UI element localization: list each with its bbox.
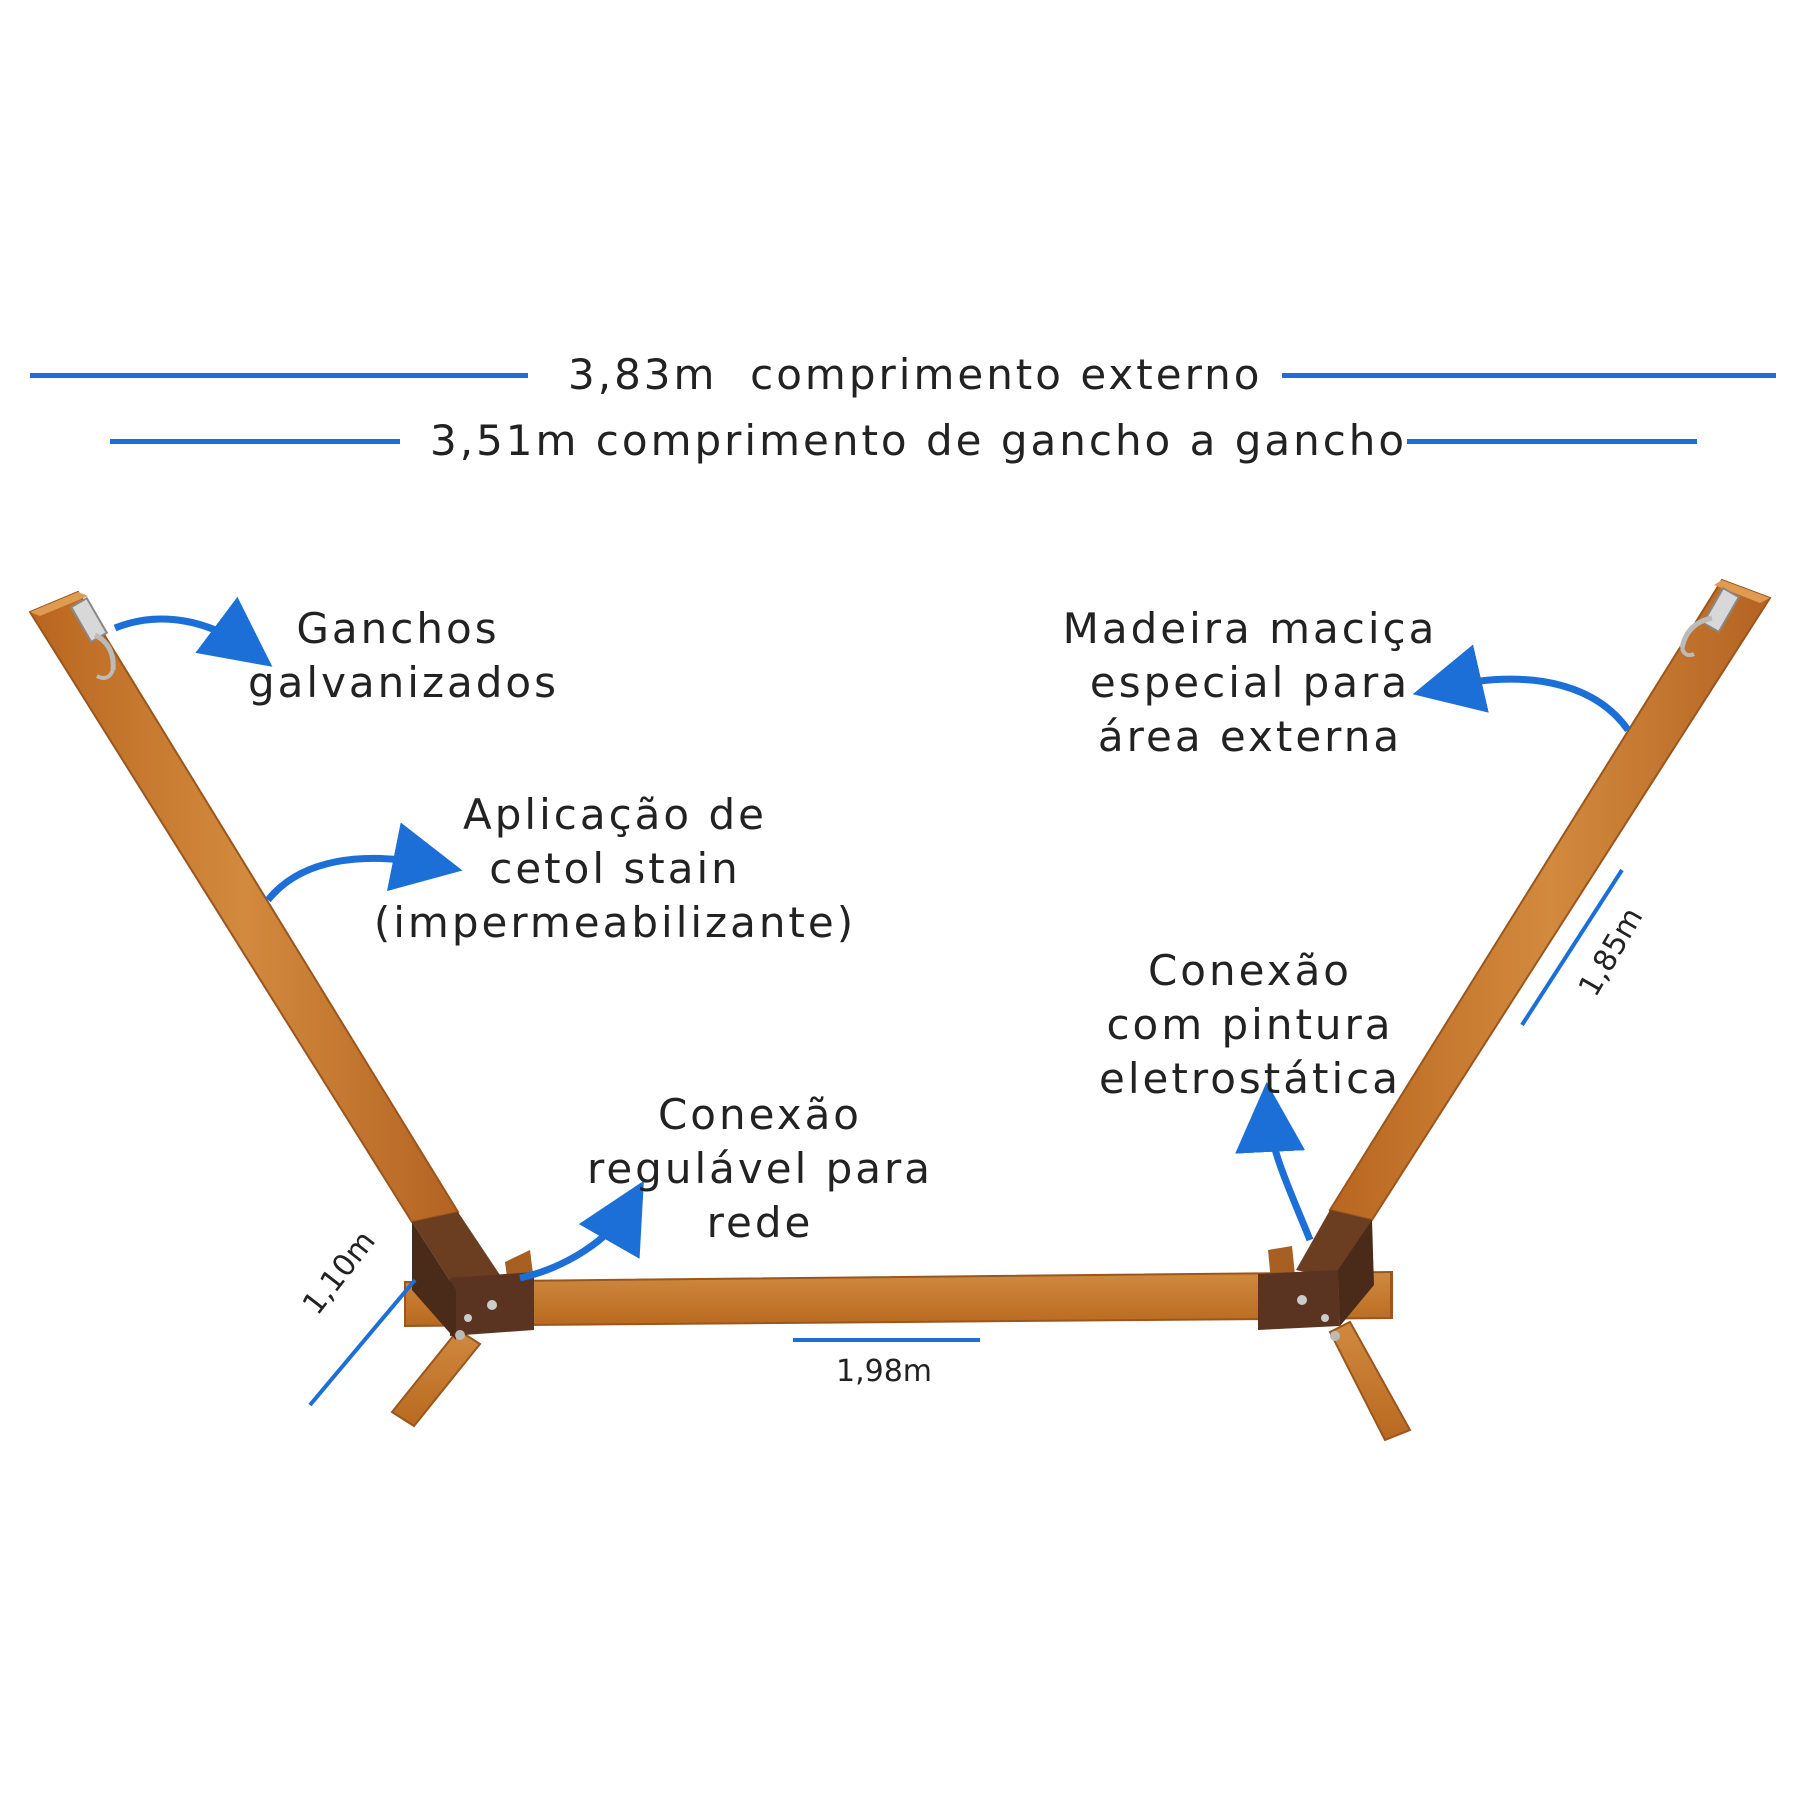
external-length-line-right: [1282, 373, 1776, 378]
electrostatic-callout-line-3: eletrostática: [1099, 1054, 1401, 1103]
electrostatic-callout: Conexão com pintura eletrostática: [1085, 944, 1415, 1106]
hook-length-line-right: [1407, 439, 1697, 444]
arm-length-line: [1520, 868, 1624, 1027]
hook-icon: [69, 596, 116, 680]
left-front-foot: [390, 1328, 482, 1428]
external-length-text: comprimento externo: [750, 350, 1263, 399]
base-length-label: 1,98m: [836, 1354, 933, 1389]
hook-length-text: comprimento de gancho a gancho: [595, 416, 1408, 465]
external-length-line-left: [30, 373, 528, 378]
hooks-callout-line-1: Ganchos: [296, 604, 500, 653]
adjustable-callout-line-2: regulável para: [587, 1144, 933, 1193]
left-arm-top: [30, 592, 88, 616]
electrostatic-callout-line-2: com pintura: [1106, 1000, 1394, 1049]
electrostatic-callout-line-1: Conexão: [1147, 946, 1353, 995]
right-bracket: [1258, 1210, 1374, 1341]
external-length-label: 3,83m comprimento externo: [568, 350, 1262, 399]
base-beam-end-right: [1390, 1272, 1392, 1318]
arrow-icon: [1235, 1082, 1314, 1242]
stain-callout: Aplicação de cetol stain (impermeabiliza…: [370, 788, 860, 950]
stain-callout-line-2: cetol stain: [489, 844, 741, 893]
wood-callout: Madeira maciça especial para área extern…: [1040, 602, 1460, 764]
right-front-foot: [1328, 1320, 1412, 1442]
arrow-icon: [265, 822, 463, 903]
left-bracket: [412, 1212, 534, 1340]
hooks-callout-line-2: galvanizados: [248, 658, 559, 707]
arrow-icon: [113, 596, 273, 667]
hook-length-line-left: [110, 439, 400, 444]
adjustable-callout: Conexão regulável para rede: [585, 1088, 935, 1250]
adjustable-callout-line-3: rede: [706, 1198, 814, 1247]
adjustable-callout-line-1: Conexão: [657, 1090, 863, 1139]
base-beam: [404, 1270, 1393, 1328]
right-arm-top: [1714, 580, 1770, 603]
hook-length-value: 3,51m: [430, 416, 580, 465]
foot-length-line: [308, 1278, 417, 1407]
external-length-value: 3,83m: [568, 350, 718, 399]
hook-length-label: 3,51m comprimento de gancho a gancho: [430, 416, 1407, 465]
hook-icon: [1679, 586, 1741, 658]
wood-callout-line-2: especial para: [1089, 658, 1411, 707]
hooks-callout: Ganchos galvanizados: [248, 602, 559, 710]
stain-callout-line-1: Aplicação de: [463, 790, 767, 839]
arrow-icon: [1412, 644, 1631, 733]
stain-callout-line-3: (impermeabilizante): [373, 898, 857, 947]
wood-callout-line-3: área externa: [1097, 712, 1403, 761]
arrow-icon: [519, 1180, 644, 1282]
wood-callout-line-1: Madeira maciça: [1062, 604, 1438, 653]
